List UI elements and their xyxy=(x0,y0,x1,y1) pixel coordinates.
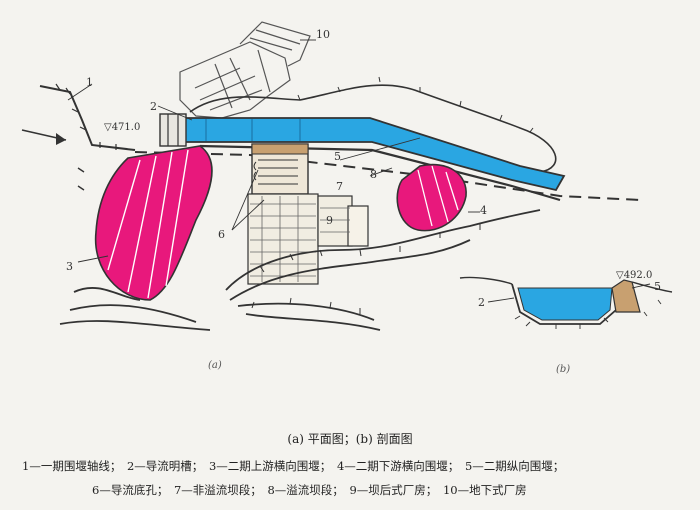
legend-item-1: 1—一期围堰轴线； xyxy=(22,459,122,473)
legend-item-5: 5—二期纵向围堰； xyxy=(464,459,565,473)
flow-arrow-icon xyxy=(21,129,67,145)
legend-item-10: 10—地下式厂房 xyxy=(442,483,527,497)
upstream-left-bank xyxy=(39,83,136,151)
section-label-5: 5 xyxy=(654,280,661,293)
channel-section-lines xyxy=(205,119,301,141)
dam-toe-powerhouse xyxy=(317,195,369,247)
label-4: 4 xyxy=(480,204,487,217)
label-9: 9 xyxy=(326,214,333,227)
section-view: ▽492.0 2 5 (b) xyxy=(459,270,673,375)
section-cofferdam xyxy=(611,279,641,313)
section-label-2: 2 xyxy=(478,296,485,309)
downstream-terrain xyxy=(59,209,541,331)
legend-line-2: 6—导流底孔； 7—非溢流坝段； 8—溢流坝段； 9—坝后式厂房； 10—地下式… xyxy=(92,482,700,498)
section-water xyxy=(517,287,613,321)
label-6: 6 xyxy=(218,228,225,241)
label-2: 2 xyxy=(150,100,157,113)
label-10: 10 xyxy=(316,28,330,41)
label-3: 3 xyxy=(66,260,73,273)
subfigure-a-label: (a) xyxy=(208,360,222,371)
section-elevation: ▽492.0 xyxy=(616,270,652,281)
figure-caption: (a) 平面图；(b) 剖面图 xyxy=(287,432,413,446)
legend-item-3: 3—二期上游横向围堰； xyxy=(208,459,332,473)
cofferdam-hatching xyxy=(107,149,189,299)
leader-lines xyxy=(67,39,480,263)
intake-structure xyxy=(159,113,187,147)
label-7: 7 xyxy=(336,180,343,193)
legend-item-9: 9—坝后式厂房； xyxy=(349,483,438,497)
subfigure-b-label: (b) xyxy=(556,364,570,375)
label-8: 8 xyxy=(370,168,377,181)
bank-ticks xyxy=(251,224,481,314)
dam-body xyxy=(247,143,319,285)
left-bank-lines xyxy=(77,167,85,191)
terrain-outline xyxy=(189,76,557,173)
upstream-elevation: ▽471.0 xyxy=(104,122,140,133)
legend-line-1: 1—一期围堰轴线； 2—导流明槽； 3—二期上游横向围堰； 4—二期下游横向围堰… xyxy=(22,458,692,474)
underground-powerhouse xyxy=(179,21,311,119)
plan-and-section-diagram: 1 2 3 4 5 6 7 8 9 10 ▽471.0 (a) ▽492.0 2… xyxy=(21,21,673,375)
legend-item-2: 2—导流明槽； xyxy=(126,459,204,473)
legend-item-7: 7—非溢流坝段； xyxy=(173,483,262,497)
legend-item-8: 8—溢流坝段； xyxy=(267,483,344,497)
downstream-hatching xyxy=(417,165,459,227)
diversion-channel xyxy=(167,117,566,192)
legend-item-6: 6—导流底孔； xyxy=(92,483,169,497)
label-1: 1 xyxy=(86,76,93,89)
legend-item-4: 4—二期下游横向围堰； xyxy=(336,459,460,473)
label-5: 5 xyxy=(334,150,341,163)
